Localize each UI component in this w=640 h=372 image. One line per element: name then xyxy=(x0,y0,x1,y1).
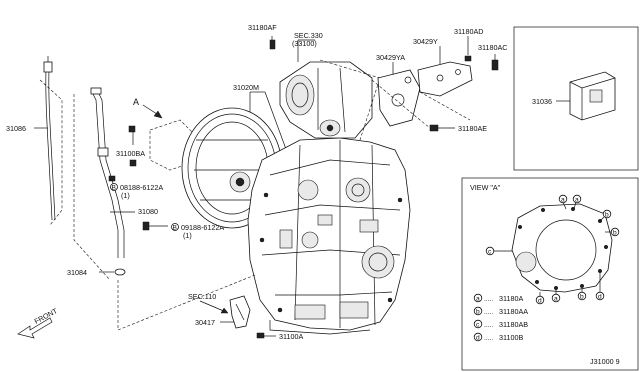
label-bolt-09188-qty: (1) xyxy=(183,231,192,240)
legend-part-b: 31180AA xyxy=(499,307,528,316)
legend-part-a: 31180A xyxy=(499,294,523,303)
svg-text:c: c xyxy=(476,322,480,329)
legend-marker-d xyxy=(473,332,483,342)
label-31100A: 31100A xyxy=(279,332,303,341)
o-ring-31084 xyxy=(114,268,126,276)
view-a-arrow xyxy=(142,104,163,119)
bracket-30429YA xyxy=(377,69,421,127)
svg-text:d: d xyxy=(538,298,542,305)
legend-part-d: 31100B xyxy=(499,333,523,342)
bracket-30429Y xyxy=(417,61,473,97)
label-bolt-08188: 08188-6122A xyxy=(120,183,163,192)
bolt-31180AF-icon xyxy=(269,39,276,50)
legend-marker-c xyxy=(473,319,483,329)
bolt-marker-b1 xyxy=(110,183,118,191)
legend-part-c: 31180AB xyxy=(499,320,528,329)
svg-text:b: b xyxy=(613,230,617,237)
svg-text:.....: ..... xyxy=(484,335,493,342)
svg-text:c: c xyxy=(488,249,492,256)
svg-text:a: a xyxy=(476,296,480,303)
label-30429Y: 30429Y xyxy=(413,37,438,46)
label-31020M: 31020M xyxy=(233,83,259,92)
label-30429YA: 30429YA xyxy=(376,53,405,62)
label-31180AE: 31180AE xyxy=(458,124,487,133)
oil-charging-pipe-31080 xyxy=(73,87,125,281)
label-31180AF: 31180AF xyxy=(248,23,277,32)
diagram-code: J31000 9 xyxy=(590,357,620,366)
dipstick-31086 xyxy=(39,56,63,226)
label-31036: 31036 xyxy=(532,97,552,106)
bolt-08188-icon xyxy=(108,175,116,182)
svg-text:b: b xyxy=(580,294,584,301)
bolt-31100A-icon xyxy=(256,332,265,339)
svg-text:a: a xyxy=(561,197,565,204)
svg-text:d: d xyxy=(476,335,480,342)
bolt-09188-icon xyxy=(142,221,150,231)
svg-text:b: b xyxy=(476,309,480,316)
transaxle-assembly xyxy=(247,137,411,335)
view-a-housing xyxy=(511,203,613,293)
view-a-legend: a ..... 31180A b ..... 31180AA c ..... 3… xyxy=(473,293,528,342)
front-arrow-icon xyxy=(17,317,53,339)
svg-text:a: a xyxy=(554,296,558,303)
label-31180AD: 31180AD xyxy=(454,27,483,36)
legend-marker-b xyxy=(473,306,483,316)
svg-text:b: b xyxy=(605,212,609,219)
label-sec110: SEC.110 xyxy=(188,292,216,301)
label-31084: 31084 xyxy=(67,268,87,277)
svg-text:a: a xyxy=(575,197,579,204)
svg-text:d: d xyxy=(598,294,602,301)
bolt-31180AC-icon xyxy=(491,59,499,71)
svg-text:B: B xyxy=(112,185,117,192)
tcm-31036 xyxy=(569,71,616,121)
view-a-panel xyxy=(461,177,639,371)
label-sec330: SEC.330 xyxy=(294,31,323,40)
svg-text:.....: ..... xyxy=(484,322,493,329)
label-31180AC: 31180AC xyxy=(478,43,507,52)
harness-clip-30417 xyxy=(229,295,251,329)
view-a-markers: a a b b c d a b d xyxy=(485,194,620,305)
view-a-title: VIEW "A" xyxy=(470,183,501,192)
label-31080: 31080 xyxy=(138,207,158,216)
legend-marker-a xyxy=(473,293,483,303)
label-31100BA: 31100BA xyxy=(116,149,145,158)
transfer-unit-sec330 xyxy=(279,61,373,139)
svg-text:.....: ..... xyxy=(484,309,493,316)
svg-text:B: B xyxy=(173,225,178,232)
tcm-panel xyxy=(513,26,639,171)
label-bolt-09188: 09188-6122A xyxy=(181,223,224,232)
svg-text:.....: ..... xyxy=(484,296,493,303)
label-sec330-sub: (33100) xyxy=(292,39,317,48)
label-31086: 31086 xyxy=(6,124,26,133)
bolt-31180AE-icon xyxy=(429,124,439,132)
label-front: FRONT xyxy=(33,306,60,326)
bolt-31180AD-icon xyxy=(464,55,472,62)
label-bolt-08188-qty: (1) xyxy=(121,191,130,200)
label-arrow-a: A xyxy=(133,97,139,107)
label-30417: 30417 xyxy=(195,318,215,327)
bolt-31100BA-icon xyxy=(128,125,136,133)
